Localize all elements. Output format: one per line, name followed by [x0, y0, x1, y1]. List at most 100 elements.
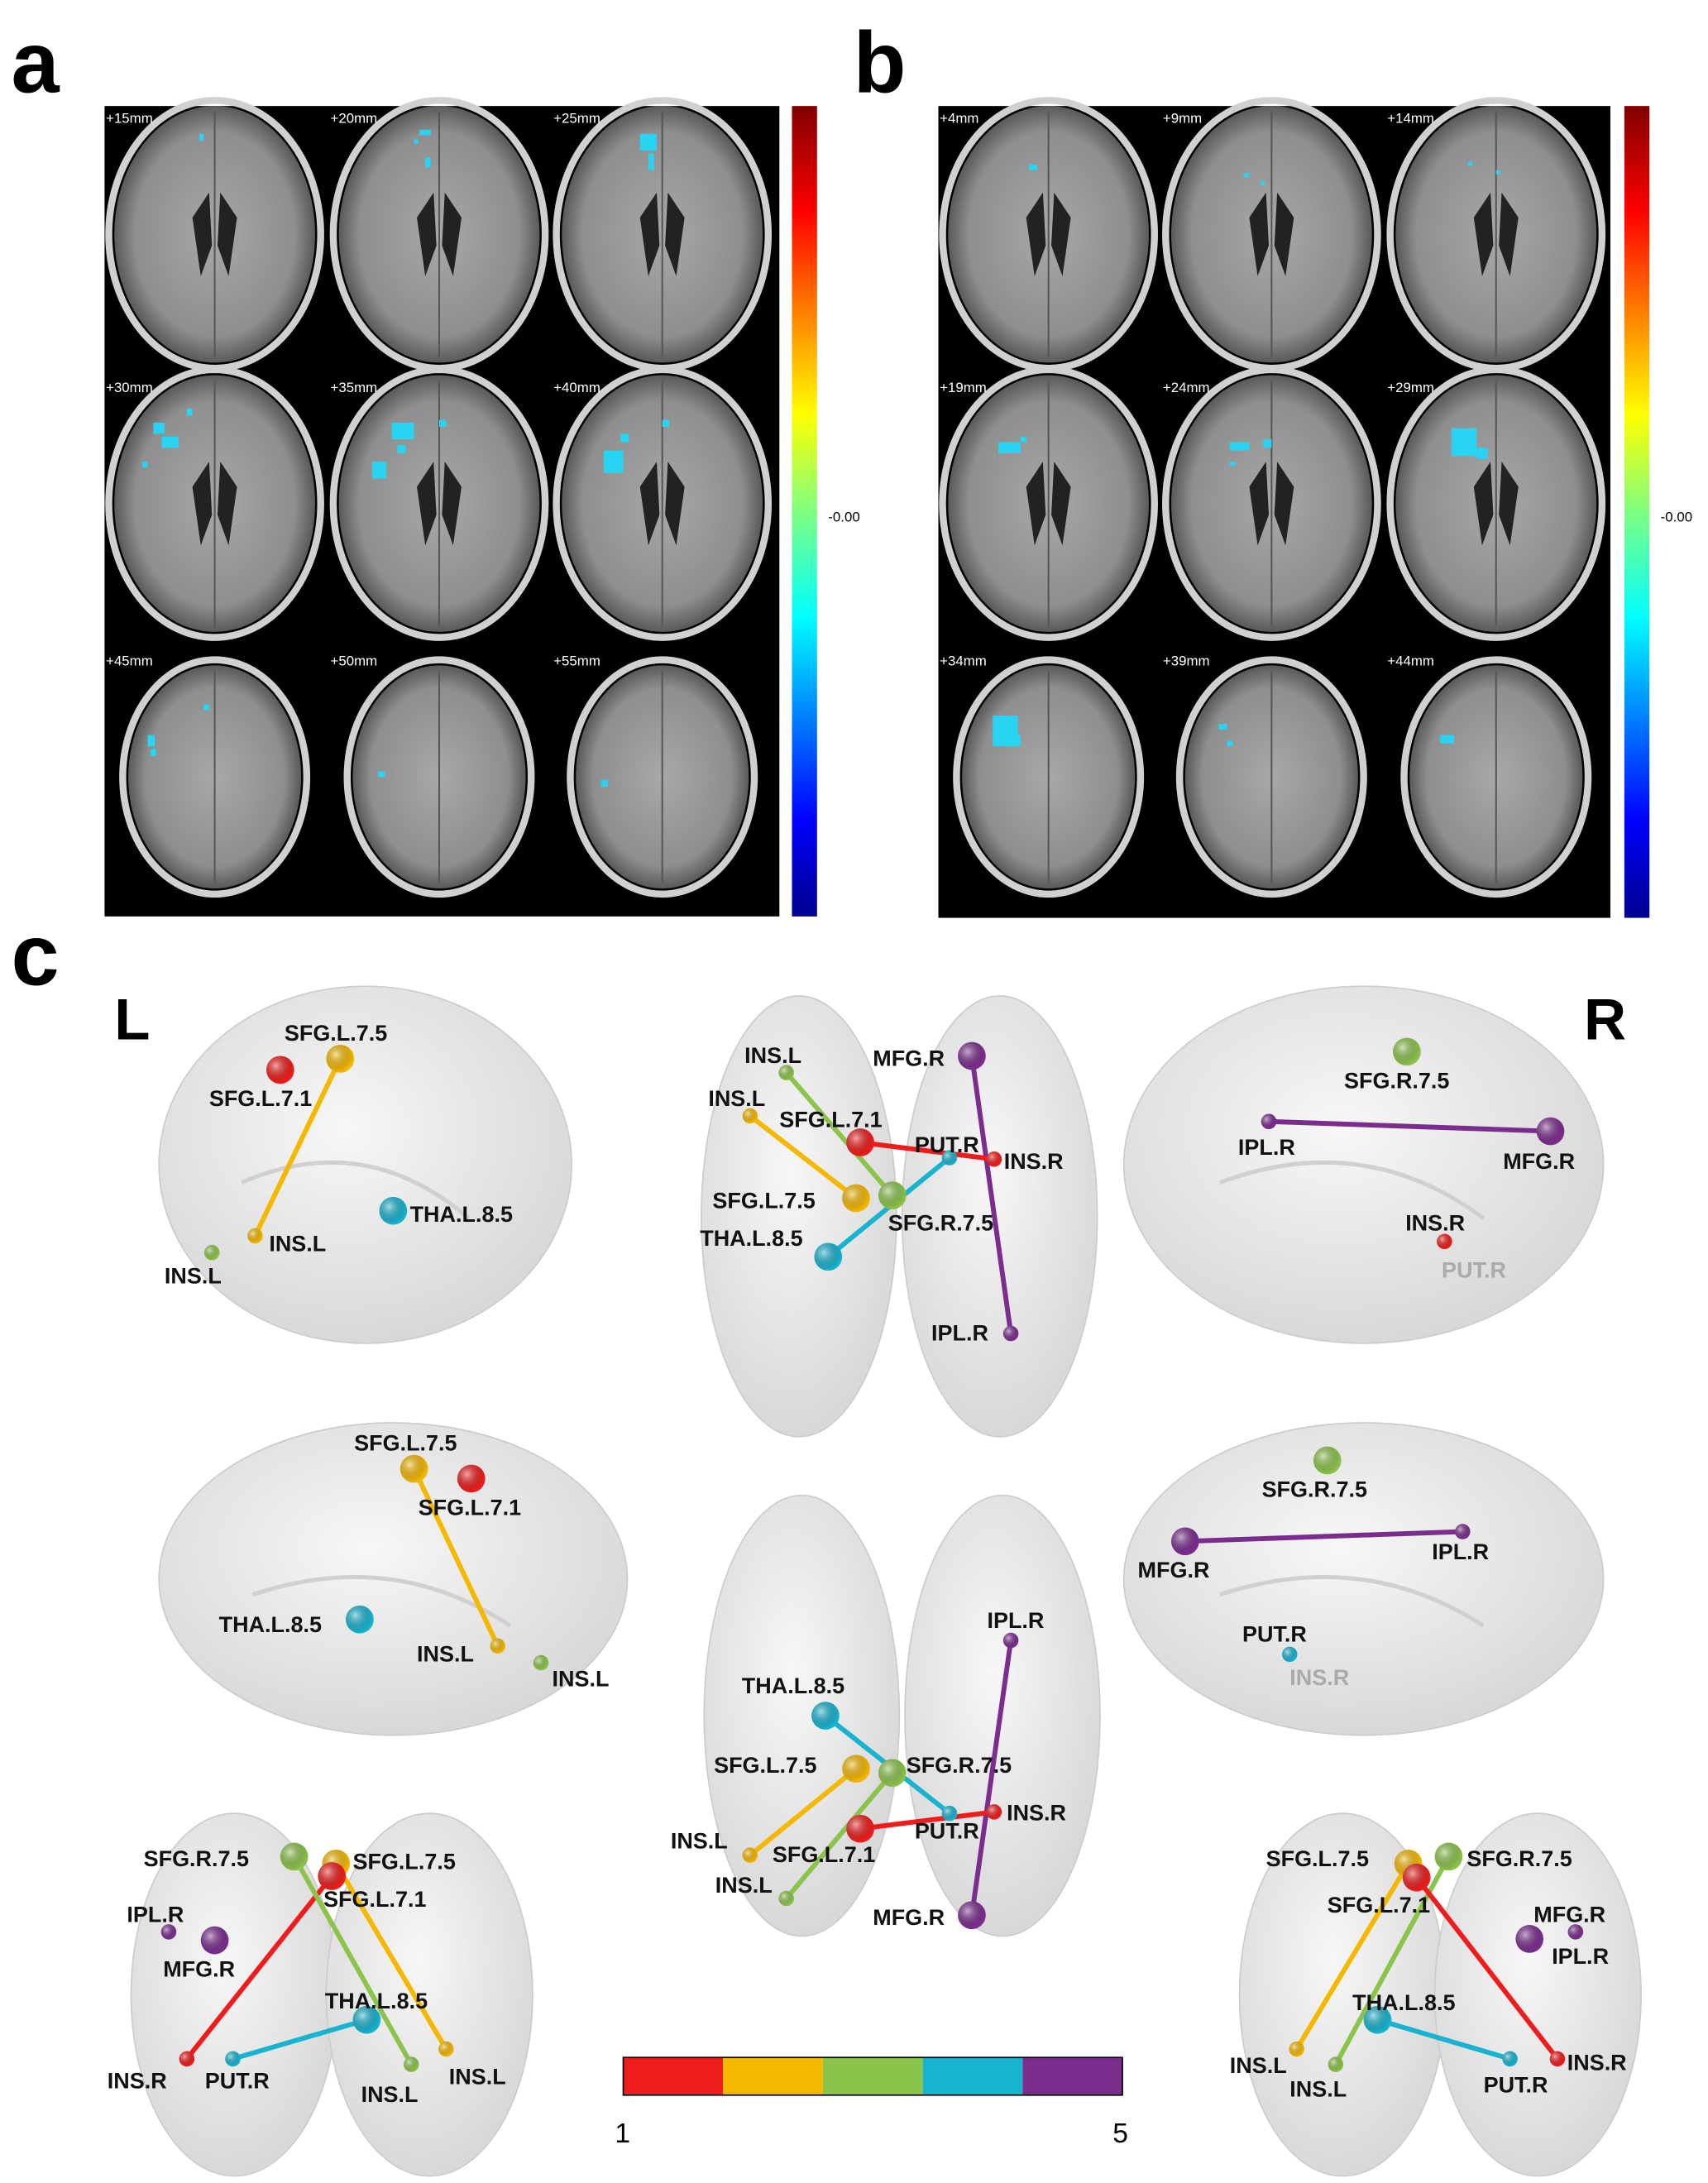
legend-module-3 — [822, 2057, 923, 2095]
node-highlight — [352, 2005, 381, 2034]
node-label: IPL.R — [1238, 1135, 1295, 1160]
sulcus — [1218, 1574, 1485, 1628]
activation-cluster — [1468, 161, 1473, 166]
activation-cluster — [419, 129, 431, 136]
connection-edge — [747, 1766, 859, 1858]
ventricles — [1249, 462, 1294, 546]
connection-edge — [1375, 2017, 1513, 2061]
node-highlight — [958, 1041, 986, 1070]
slice-label: +15mm — [106, 110, 153, 126]
node-label: SFG.R.7.5 — [888, 1210, 993, 1235]
node-highlight — [326, 1045, 355, 1073]
activation-cluster — [439, 419, 447, 427]
activation-cluster — [639, 133, 657, 151]
node-label: INS.R — [108, 2068, 167, 2093]
node-highlight — [846, 1814, 874, 1843]
node-label: SFG.R.7.5 — [1466, 1846, 1572, 1871]
connection-edge — [1414, 1874, 1560, 2061]
node-label: PUT.R — [1242, 1622, 1307, 1647]
node-highlight — [160, 1924, 177, 1940]
sulcus — [1218, 1160, 1486, 1220]
node-highlight — [266, 1056, 294, 1084]
activation-cluster — [1012, 735, 1021, 747]
brain-slice: +14mm — [1386, 97, 1606, 372]
node-highlight — [1328, 2056, 1344, 2072]
node-highlight — [404, 2056, 419, 2072]
node-highlight — [958, 1901, 986, 1930]
brain-slice: +50mm — [331, 653, 535, 898]
brain-slice: +25mm — [553, 97, 773, 372]
right-hemisphere-surface — [901, 995, 1098, 1438]
node-label: INS.L — [708, 1086, 765, 1111]
activation-cluster — [1263, 439, 1272, 448]
left-hemisphere-surface — [703, 1494, 901, 1937]
activation-cluster — [1029, 164, 1038, 170]
node-label: SFG.R.7.5 — [144, 1846, 249, 1871]
slice-label: +4mm — [940, 110, 978, 126]
node-highlight — [811, 1702, 840, 1730]
activation-cluster — [199, 133, 204, 141]
node-highlight — [318, 1862, 347, 1890]
node-label: IPL.R — [987, 1608, 1044, 1633]
node-label: INS.L — [165, 1263, 222, 1288]
node-label: THA.L.8.5 — [700, 1226, 802, 1251]
slice-label: +39mm — [1163, 653, 1210, 668]
node-highlight — [1567, 1924, 1584, 1940]
slice-label: +34mm — [940, 653, 987, 668]
node-highlight — [203, 1244, 220, 1261]
node-highlight — [878, 1759, 907, 1788]
ventricles — [639, 462, 685, 546]
node-highlight — [179, 2051, 195, 2067]
connection-edge — [783, 1770, 895, 1901]
node-highlight — [533, 1654, 549, 1671]
slice-label: +20mm — [331, 110, 378, 126]
panel-b-slices: +4mm+9mm+14mm+19mm+24mm+29mm+34mm+39mm+4… — [938, 97, 1610, 918]
node-label: SFG.L.7.5 — [1266, 1846, 1369, 1871]
activation-cluster — [1476, 448, 1488, 459]
node-highlight — [1434, 1842, 1463, 1871]
node-highlight — [1289, 2041, 1304, 2057]
brain-slice: +55mm — [553, 653, 758, 898]
node-label: SFG.L.7.5 — [354, 1431, 457, 1456]
node-label: SFG.L.7.1 — [779, 1107, 882, 1132]
legend-module-1 — [623, 2057, 724, 2095]
node-highlight — [379, 1196, 408, 1225]
connection-edge — [333, 1860, 449, 2052]
node-label: IPL.R — [1552, 1944, 1609, 1969]
node-highlight — [1261, 1113, 1277, 1130]
node-label: INS.R — [1007, 1801, 1066, 1826]
node-highlight — [438, 2041, 454, 2057]
slice-label: +19mm — [940, 380, 987, 395]
ventricles — [1026, 192, 1071, 276]
node-highlight — [1393, 1037, 1421, 1066]
node-highlight — [1515, 1925, 1544, 1953]
skull-ring — [329, 366, 549, 641]
brain-slice: +15mm — [105, 97, 324, 372]
activation-cluster — [1451, 428, 1477, 457]
slice-label: +24mm — [1163, 380, 1210, 395]
activation-cluster — [1229, 462, 1236, 467]
node-highlight — [1502, 2051, 1518, 2067]
node-highlight — [457, 1464, 486, 1493]
node-label: PUT.R — [915, 1132, 979, 1157]
node-highlight — [941, 1805, 958, 1822]
sulcus — [240, 1160, 471, 1220]
right-hemisphere-surface — [325, 1812, 533, 2177]
node-highlight — [842, 1755, 870, 1783]
ventricles — [1473, 192, 1519, 276]
node-label: IPL.R — [127, 1903, 184, 1927]
activation-cluster — [1227, 740, 1233, 747]
activation-cluster — [998, 442, 1021, 454]
node-label: PUT.R — [1442, 1258, 1506, 1283]
skull-ring — [953, 656, 1145, 898]
connection-edge — [230, 2017, 370, 2061]
node-highlight — [280, 1842, 309, 1871]
ventricles — [192, 462, 237, 546]
node-highlight — [986, 1804, 1002, 1820]
skull-ring — [119, 656, 311, 898]
activation-cluster — [1243, 173, 1250, 178]
ventricles — [417, 462, 462, 546]
brain-slice: +45mm — [106, 653, 311, 898]
